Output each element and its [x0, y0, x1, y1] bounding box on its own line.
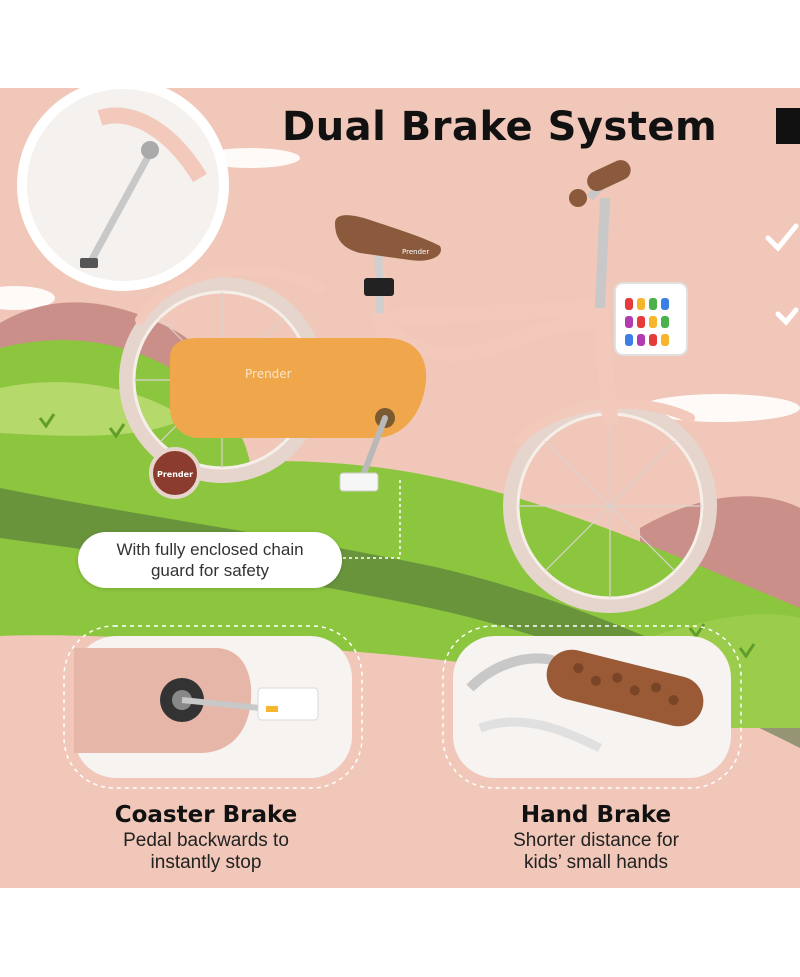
coaster-brake-caption: Coaster Brake Pedal backwards to instant…	[86, 800, 326, 874]
hand-brake-caption: Hand Brake Shorter distance for kids’ sm…	[474, 800, 718, 874]
product-image-panel: Prender Prender Prender	[0, 88, 800, 888]
hand-brake-desc-line-2: kids’ small hands	[524, 852, 668, 873]
bike: Prender Prender Prender	[119, 160, 717, 613]
page-title: Dual Brake System	[282, 104, 718, 150]
coaster-brake-desc-line-2: instantly stop	[150, 852, 262, 873]
coaster-brake-heading: Coaster Brake	[114, 802, 298, 828]
title-accent-bar	[776, 108, 800, 144]
callout-line-2: guard for safety	[150, 561, 270, 580]
chain-guard-brand: Prender	[245, 367, 292, 381]
callout-connector	[342, 480, 401, 559]
coaster-brake-inset	[63, 625, 363, 789]
saddle	[335, 215, 441, 261]
bird-decoration	[765, 223, 799, 326]
handlebar-grip	[587, 160, 631, 192]
training-wheel-brand: Prender	[157, 470, 193, 479]
grass-tufts	[38, 413, 756, 659]
hand-brake-desc-line-1: Shorter distance for	[513, 830, 679, 851]
kickstand-inset	[17, 88, 229, 291]
front-basket	[614, 282, 688, 356]
chain-guard	[170, 338, 427, 438]
bell-grip	[569, 189, 587, 207]
hand-brake-inset	[442, 625, 742, 789]
saddle-brand: Prender	[402, 248, 429, 256]
coaster-brake-desc-line-1: Pedal backwards to	[123, 830, 289, 851]
chain-guard-callout: With fully enclosed chain guard for safe…	[78, 532, 342, 588]
bike-illustration: Prender Prender Prender	[0, 88, 800, 888]
callout-line-1: With fully enclosed chain	[116, 540, 304, 559]
hand-brake-heading: Hand Brake	[520, 802, 672, 828]
